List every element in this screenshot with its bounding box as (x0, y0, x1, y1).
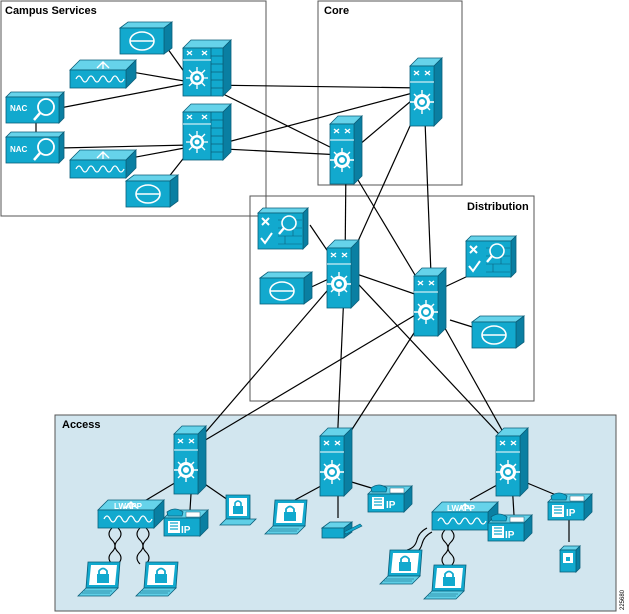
campus-wlan-controller-bottom (69, 149, 137, 179)
zone-label-campus-services: Campus Services (5, 5, 97, 17)
nac-manager-left (256, 206, 310, 251)
core-switch-left (329, 115, 363, 185)
lwapp-label-right: LWAPP (447, 504, 476, 513)
core-zone-box (317, 0, 463, 186)
nac-manager-right (464, 234, 518, 279)
campus-cache-engine-top (119, 21, 173, 55)
access-switch-left (173, 425, 207, 495)
zone-label-access: Access (62, 419, 101, 431)
access-switch-right (495, 427, 529, 497)
distribution-switch-left (326, 239, 360, 309)
ip-label-left: IP (181, 525, 191, 536)
distribution-cache-engine-right (471, 315, 525, 349)
lwapp-label-left: LWAPP (114, 502, 143, 511)
workstation-access-right (559, 545, 581, 573)
distribution-cache-engine-left (259, 271, 313, 305)
distribution-switch-right (413, 267, 447, 337)
ip-label-right-2: IP (566, 508, 576, 519)
campus-wlan-controller-top (69, 59, 137, 89)
nac-label-top: NAC (10, 104, 28, 113)
campus-cache-engine-bottom (125, 174, 179, 208)
nac-label-bottom: NAC (10, 145, 28, 154)
access-switch-middle (319, 427, 353, 497)
zone-label-core: Core (324, 5, 349, 17)
figure-id: 225680 (620, 589, 626, 610)
campus-services-switch-top (182, 39, 232, 97)
distribution-zone-box (249, 195, 535, 402)
campus-services-zone-box (0, 0, 267, 217)
ip-label-middle: IP (386, 500, 396, 511)
ip-label-right-1: IP (505, 530, 515, 541)
core-switch-right (409, 57, 443, 127)
campus-services-switch-bottom (182, 103, 232, 161)
zone-label-distribution: Distribution (467, 201, 529, 213)
